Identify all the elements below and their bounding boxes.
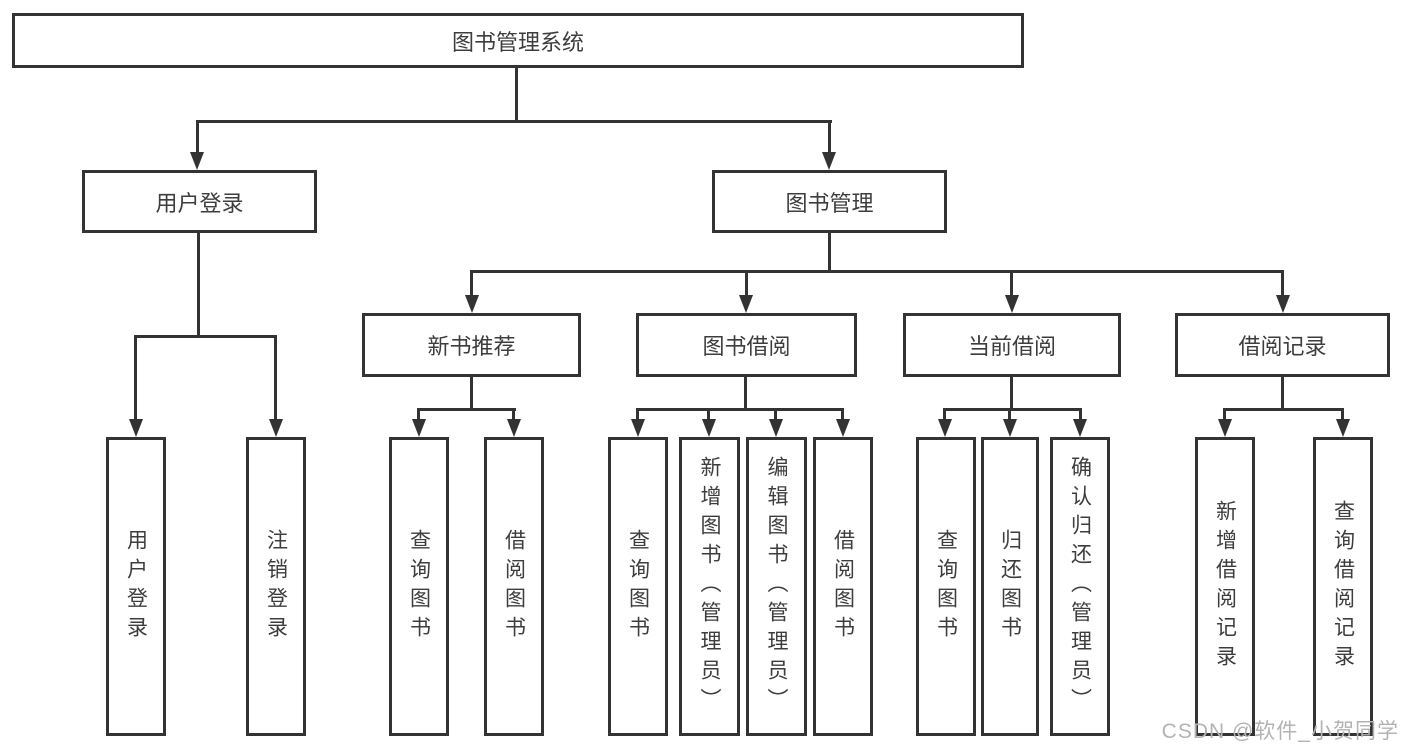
arrow-down-icon xyxy=(631,419,645,437)
arrow-down-icon xyxy=(129,419,143,437)
connector-user-login-drop-1 xyxy=(134,335,137,421)
arrow-down-icon xyxy=(1003,419,1017,437)
arrow-down-icon xyxy=(702,419,716,437)
connector-book-borrow-drop-3 xyxy=(774,408,777,421)
leaf-add-borrow-record: 新增借阅记录 xyxy=(1195,437,1255,736)
connector-current-borrow-drop-3 xyxy=(1079,408,1082,421)
arrow-down-icon xyxy=(412,419,426,437)
connector-new-book-rail xyxy=(417,408,516,411)
connector-book-management-stem xyxy=(828,233,831,272)
leaf-query-books-recommend: 查询图书 xyxy=(389,437,449,736)
connector-root-rail xyxy=(196,120,832,123)
arrow-down-icon xyxy=(739,295,753,313)
arrow-down-icon xyxy=(1005,295,1019,313)
leaf-logout: 注销登录 xyxy=(246,437,306,736)
leaf-borrow-books: 借阅图书 xyxy=(813,437,873,736)
connector-book-management-drop-2 xyxy=(745,270,748,297)
arrow-down-icon xyxy=(269,419,283,437)
connector-new-book-drop-1 xyxy=(417,408,420,421)
arrow-down-icon xyxy=(1336,419,1350,437)
connector-book-borrow-drop-2 xyxy=(707,408,710,421)
connector-borrow-record-drop-1 xyxy=(1223,408,1226,421)
connector-book-management-drop-1 xyxy=(470,270,473,297)
node-borrow-record: 借阅记录 xyxy=(1175,313,1390,377)
arrow-down-icon xyxy=(465,295,479,313)
leaf-return-books: 归还图书 xyxy=(981,437,1039,736)
leaf-query-borrow-record: 查询借阅记录 xyxy=(1313,437,1373,736)
leaf-add-books-admin: 新增图书（管理员） xyxy=(679,437,740,736)
connector-current-borrow-drop-2 xyxy=(1008,408,1011,421)
node-new-book-recommend: 新书推荐 xyxy=(362,313,581,377)
connector-new-book-drop-2 xyxy=(512,408,515,421)
connector-book-management-rail xyxy=(470,270,1284,273)
csdn-watermark: CSDN @软件_小贺同学 xyxy=(1161,720,1399,743)
leaf-user-login: 用户登录 xyxy=(106,437,166,736)
connector-borrow-record-drop-2 xyxy=(1341,408,1344,421)
leaf-query-books-current: 查询图书 xyxy=(916,437,976,736)
leaf-borrow-books-recommend: 借阅图书 xyxy=(484,437,544,736)
connector-book-management-drop-4 xyxy=(1281,270,1284,297)
connector-root-drop-right xyxy=(828,120,831,154)
node-current-borrow: 当前借阅 xyxy=(903,313,1121,377)
leaf-confirm-return-admin: 确认归还（管理员） xyxy=(1050,437,1110,736)
connector-user-login-rail xyxy=(134,335,277,338)
connector-book-borrow-drop-4 xyxy=(841,408,844,421)
connector-user-login-drop-2 xyxy=(274,335,277,421)
connector-new-book-stem xyxy=(470,377,473,410)
connector-borrow-record-stem xyxy=(1281,377,1284,410)
arrow-down-icon xyxy=(769,419,783,437)
arrow-down-icon xyxy=(938,419,952,437)
connector-book-borrow-rail xyxy=(636,408,844,411)
connector-current-borrow-stem xyxy=(1010,377,1013,410)
connector-current-borrow-drop-1 xyxy=(943,408,946,421)
node-user-login: 用户登录 xyxy=(82,170,317,233)
connector-user-login-stem xyxy=(197,233,200,337)
connector-borrow-record-rail xyxy=(1223,408,1344,411)
node-book-borrow: 图书借阅 xyxy=(636,313,857,377)
arrow-down-icon xyxy=(1218,419,1232,437)
leaf-query-books-borrow: 查询图书 xyxy=(608,437,668,736)
connector-current-borrow-rail xyxy=(943,408,1082,411)
arrow-down-icon xyxy=(190,152,204,170)
connector-root-stem xyxy=(515,68,518,122)
connector-book-borrow-stem xyxy=(744,377,747,410)
connector-root-drop-left xyxy=(196,120,199,154)
arrow-down-icon xyxy=(507,419,521,437)
leaf-edit-books-admin: 编辑图书（管理员） xyxy=(746,437,807,736)
connector-book-management-drop-3 xyxy=(1010,270,1013,297)
node-book-management: 图书管理 xyxy=(712,170,947,233)
arrow-down-icon xyxy=(1276,295,1290,313)
arrow-down-icon xyxy=(836,419,850,437)
node-library-management-system: 图书管理系统 xyxy=(12,13,1024,68)
arrow-down-icon xyxy=(1073,419,1087,437)
arrow-down-icon xyxy=(822,152,836,170)
connector-book-borrow-drop-1 xyxy=(636,408,639,421)
